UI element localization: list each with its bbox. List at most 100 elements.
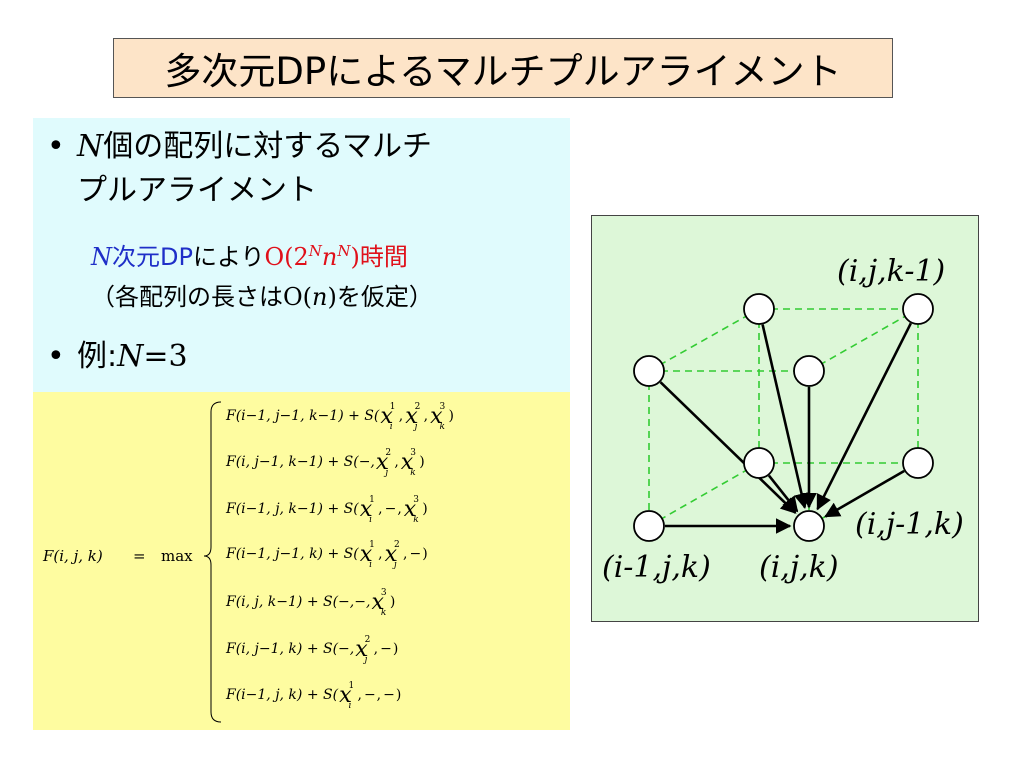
sequence-char: x — [430, 404, 443, 429]
label-im1-j-k: (i-1,j,k) — [602, 550, 711, 585]
sequence-char: x — [385, 542, 398, 567]
position-index: i — [390, 422, 393, 432]
sequence-char: x — [380, 404, 393, 429]
dependency-arrow — [659, 381, 797, 514]
sequence-index: 2 — [394, 540, 400, 550]
dependency-arrow — [767, 474, 799, 513]
sequence-index: 1 — [369, 540, 375, 550]
position-index: i — [369, 515, 372, 525]
comma: , — [357, 687, 361, 703]
position-index: k — [410, 468, 415, 478]
gap-symbol: − — [380, 641, 392, 657]
cell-node — [633, 510, 665, 542]
formula-case-tail: ) — [419, 454, 424, 470]
comma: , — [378, 546, 382, 562]
position-index: k — [413, 515, 418, 525]
bullet-item-2: • 例:N=3 — [47, 336, 188, 378]
comma: , — [397, 501, 401, 517]
cell-node — [633, 355, 665, 387]
sequence-index: 2 — [365, 635, 371, 645]
formula-case-tail: ) — [396, 687, 401, 703]
sub-1-text: 次元DP — [112, 243, 193, 271]
formula-case-tail: ) — [390, 594, 395, 610]
bullet-dot: • — [47, 339, 65, 374]
formula-case-head: F(i, j−1, k−1) + S(−, — [225, 454, 375, 470]
bullet-2-colon: : — [107, 339, 118, 374]
var-n: N — [91, 243, 112, 271]
bullet-2-eq: =3 — [143, 339, 188, 374]
sequence-char: x — [401, 450, 414, 475]
formula-case-line: F(i−1, j−1, k−1) + S(x1i,x2j,x3k) — [225, 402, 454, 432]
formula-case-head: F(i−1, j−1, k) + S( — [225, 546, 359, 562]
comma: , — [378, 501, 382, 517]
sequence-char: x — [405, 404, 418, 429]
complexity-a: O(2 — [264, 243, 309, 271]
formula-case-head: F(i, j, k−1) + S(−,−, — [225, 594, 370, 610]
formula-brace — [203, 401, 222, 723]
complexity-sup2: N — [337, 242, 351, 260]
label-i-jm1-k: (i,j-1,k) — [855, 507, 964, 542]
bullet-item-1: •N個の配列に対するマルチ — [47, 126, 432, 168]
position-index: j — [363, 655, 368, 665]
formula-case-head: F(i−1, j−1, k−1) + S( — [225, 408, 380, 424]
position-index: i — [369, 560, 372, 570]
bullet-1-text-a: 個の配列に対するマルチ — [103, 129, 433, 164]
dependency-arrow — [824, 469, 905, 518]
comma: , — [394, 454, 398, 470]
dependency-arrows — [659, 322, 912, 534]
sub-item-complexity: N次元DPによりO(2NnN)時間 — [91, 234, 408, 274]
sequence-index: 1 — [348, 681, 354, 691]
comma: , — [399, 408, 403, 424]
sequence-char: x — [404, 497, 417, 522]
position-index: k — [440, 422, 445, 432]
gap-symbol: − — [383, 687, 395, 703]
sequence-index: 1 — [369, 495, 375, 505]
formula-case-tail: ) — [422, 501, 427, 517]
cube-edge — [648, 308, 760, 372]
sequence-index: 3 — [413, 495, 419, 505]
sub-2-close: ) — [327, 283, 337, 311]
slide-title-text: 多次元DPによるマルチプルアライメント — [164, 50, 842, 93]
position-index: k — [381, 608, 386, 618]
formula-case-tail: ) — [393, 641, 398, 657]
bullet-2-text: 例 — [77, 339, 107, 374]
sequence-char: x — [360, 497, 373, 522]
formula-case-line: F(i, j, k−1) + S(−,−, x3k) — [225, 588, 395, 618]
dependency-graph-panel: (i,j,k-1)(i,j-1,k)(i-1,j,k)(i,j,k) — [591, 215, 979, 622]
sequence-char: x — [376, 450, 389, 475]
sub-2-n: n — [312, 283, 328, 311]
formula-case-head: F(i−1, j, k) + S( — [225, 687, 339, 703]
sequence-index: 3 — [410, 448, 416, 458]
sub-item-assumption: （各配列の長さはO(n)を仮定） — [91, 280, 433, 314]
position-index: j — [413, 422, 418, 432]
sequence-char: x — [360, 542, 373, 567]
cell-node — [902, 447, 934, 479]
comma: , — [424, 408, 428, 424]
gap-symbol: − — [385, 501, 397, 517]
sequence-index: 2 — [415, 402, 421, 412]
sub-1-mid: により — [192, 243, 265, 271]
node-labels: (i,j,k-1)(i,j-1,k)(i-1,j,k)(i,j,k) — [602, 254, 964, 585]
comma: , — [403, 546, 407, 562]
sequence-index: 2 — [385, 448, 391, 458]
cell-node — [743, 447, 775, 479]
sub-2-o: O( — [283, 283, 313, 311]
cell-node — [793, 510, 825, 542]
comma: , — [377, 687, 381, 703]
var-n: N — [117, 339, 144, 374]
formula-case-line: F(i−1, j−1, k) + S(x1i,x2j,−) — [225, 540, 428, 570]
position-index: j — [383, 468, 388, 478]
sequence-char: x — [371, 590, 384, 615]
label-i-j-k: (i,j,k) — [759, 550, 839, 585]
gap-symbol: − — [409, 546, 421, 562]
sub-1-tail: 時間 — [359, 243, 408, 271]
cell-node — [902, 293, 934, 325]
complexity-sup1: N — [308, 242, 322, 260]
sequence-index: 3 — [440, 402, 446, 412]
formula-case-head: F(i−1, j, k−1) + S( — [225, 501, 359, 517]
formula-case-tail: ) — [449, 408, 454, 424]
formula-lhs: F(i, j, k) — [42, 547, 103, 565]
var-n: N — [77, 129, 104, 164]
cell-node — [793, 355, 825, 387]
sub-2-b: を仮定） — [336, 283, 433, 311]
